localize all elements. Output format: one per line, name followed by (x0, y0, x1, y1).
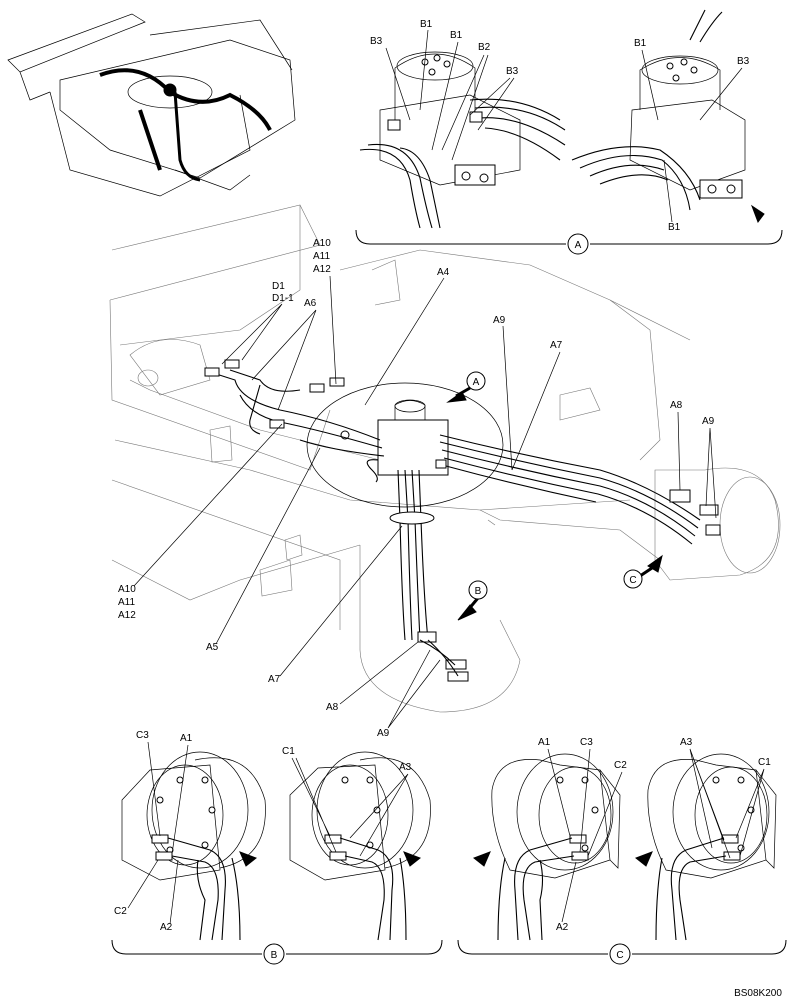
label-a7-top: A7 (550, 340, 563, 351)
label-b1-bottom-right: B1 (668, 222, 681, 233)
label-b1-top-right: B1 (634, 38, 647, 49)
label-a11-bottom: A11 (118, 597, 135, 608)
label-a3-c: A3 (680, 737, 693, 748)
label-a12-top: A12 (313, 264, 331, 275)
label-a1-b: A1 (180, 733, 193, 744)
label-a10-top: A10 (313, 238, 331, 249)
label-a9-right: A9 (702, 416, 715, 427)
label-c2-c: C2 (614, 760, 627, 771)
overview-thumbnail (7, 13, 296, 197)
label-a11-top: A11 (313, 251, 330, 262)
label-a7-bottom: A7 (268, 674, 281, 685)
view-b-arrow-callout: B (475, 586, 482, 597)
view-a-arrow-callout: A (473, 377, 480, 388)
label-a6: A6 (304, 298, 317, 309)
label-a3-b: A3 (399, 762, 412, 773)
label-c3-c: C3 (580, 737, 593, 748)
detail-view-a: A B3 B1 B1 B2 B3 B1 B3 B1 (355, 9, 783, 255)
label-c1-c: C1 (758, 757, 771, 768)
label-a9-bottom: A9 (377, 728, 390, 739)
view-c-arrow-callout: C (629, 575, 636, 586)
label-b3-right: B3 (737, 56, 750, 67)
label-a4: A4 (437, 267, 450, 278)
label-a12-bottom: A12 (118, 610, 136, 621)
label-a9-top: A9 (493, 315, 506, 326)
label-c1-b: C1 (282, 746, 295, 757)
label-a1-c: A1 (538, 737, 551, 748)
view-c-callout: C (616, 950, 623, 961)
label-c2-b: C2 (114, 906, 127, 917)
detail-view-b: B C3 A1 C2 A2 C1 A3 (111, 730, 443, 965)
label-b1-top-left: B1 (420, 19, 433, 30)
label-a2-b: A2 (160, 922, 173, 933)
label-a5: A5 (206, 642, 219, 653)
label-a8-right: A8 (670, 400, 683, 411)
drawing-code: BS08K200 (734, 988, 782, 999)
label-b3-left: B3 (370, 36, 383, 47)
label-d1-1: D1-1 (272, 293, 294, 304)
label-a10-bottom: A10 (118, 584, 136, 595)
view-a-callout: A (575, 240, 582, 251)
label-a2-c: A2 (556, 922, 569, 933)
label-b2: B2 (478, 42, 491, 53)
label-d1: D1 (272, 281, 285, 292)
label-b1-mid-left: B1 (450, 30, 463, 41)
detail-view-c: C A1 C3 C2 A2 A3 C1 (457, 737, 787, 965)
label-a8-bottom: A8 (326, 702, 339, 713)
view-b-callout: B (271, 950, 278, 961)
main-chassis-view: A B C A10 A11 A12 D1 D1-1 A6 A4 A9 A7 A8… (109, 204, 781, 739)
label-c3-b: C3 (136, 730, 149, 741)
label-b3-right-left-view: B3 (506, 66, 519, 77)
